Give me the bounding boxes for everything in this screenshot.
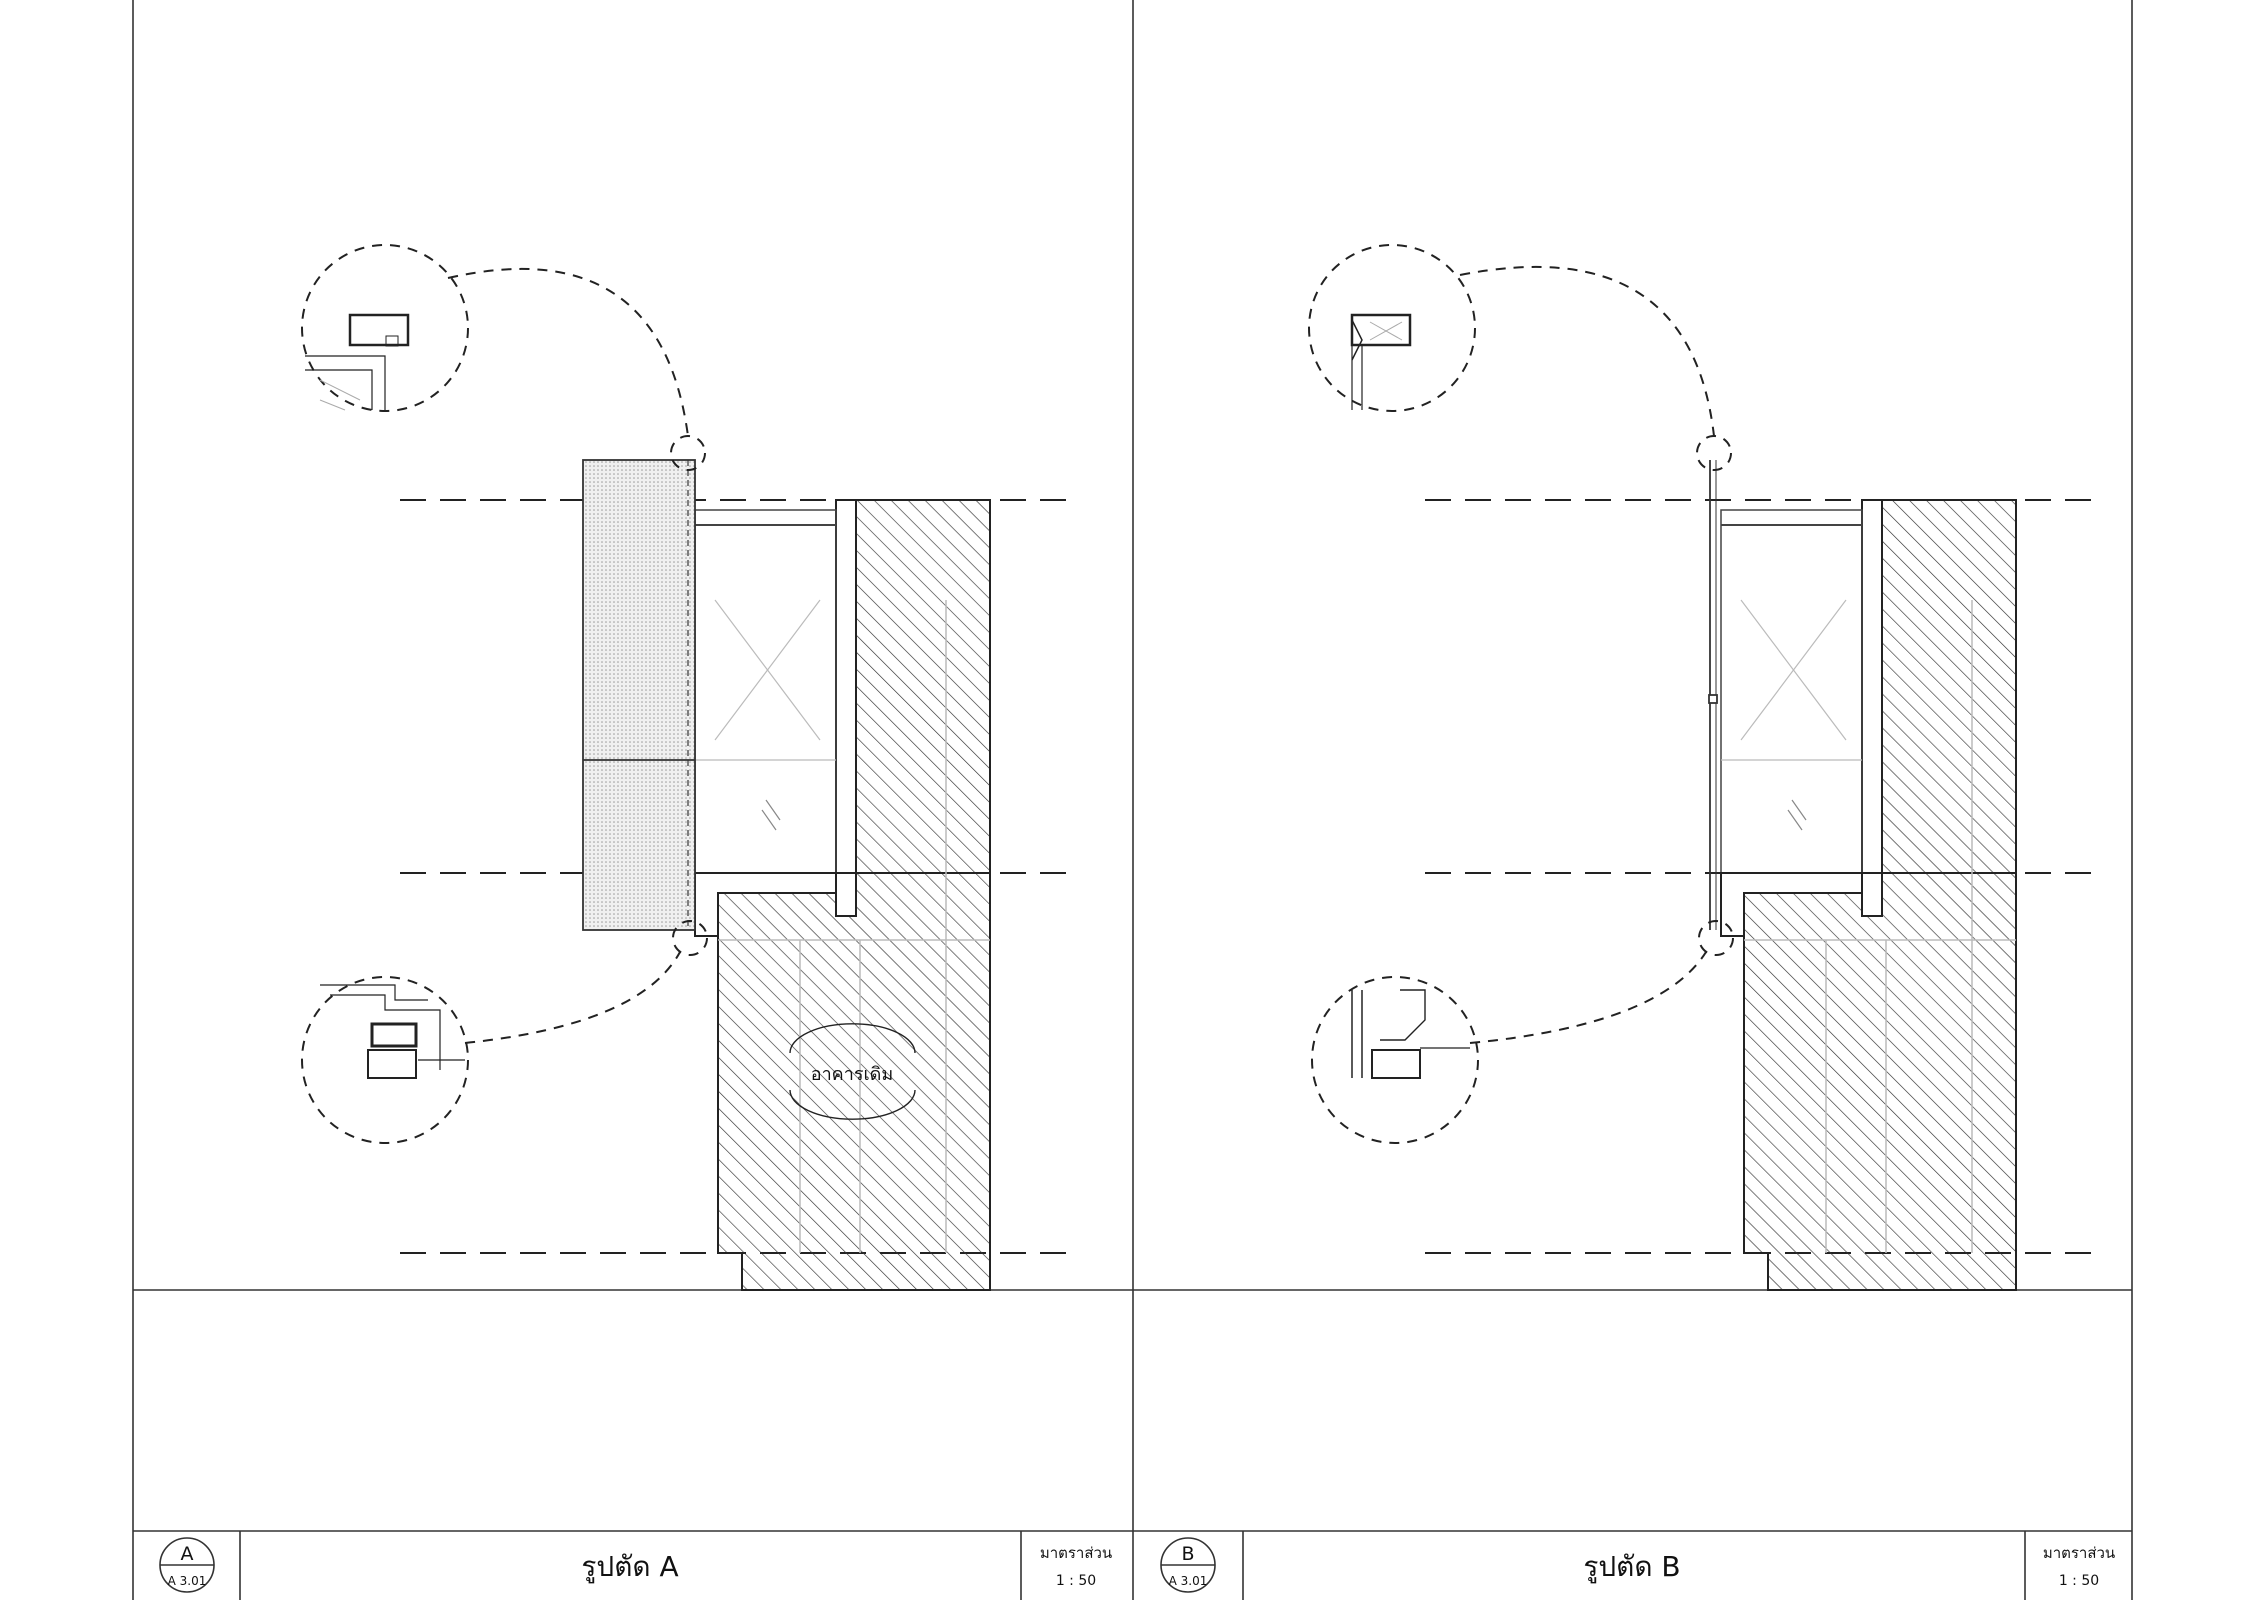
detail-callout-bottom-content — [320, 984, 465, 1079]
section-title: รูปตัด A — [581, 1550, 678, 1584]
section-drawing-a: อาคารเดิม — [301, 244, 1070, 1291]
detail-callout-bottom — [301, 920, 708, 1144]
existing-building-hatch — [717, 499, 991, 1291]
existing-building-annotation: อาคารเดิม — [789, 1023, 916, 1120]
title-block-b: B A 3.01 รูปตัด B มาตราส่วน 1 : 50 — [1160, 1531, 2115, 1600]
annotation-label: อาคารเดิม — [811, 1064, 893, 1085]
section-marker-ref: A 3.01 — [168, 1574, 207, 1588]
section-marker-letter: B — [1181, 1543, 1194, 1565]
sheet-frame — [132, 0, 2133, 1600]
detail-callout-bottom-content — [1351, 989, 1470, 1079]
detail-callout-top-content — [1350, 313, 1412, 410]
section-drawing-b — [1308, 244, 2095, 1291]
scale-value: 1 : 50 — [2059, 1573, 2099, 1589]
detail-callout-top-content — [305, 313, 410, 411]
existing-building-hatch — [1743, 499, 2017, 1291]
window-frame — [694, 509, 837, 937]
frame-post — [1708, 460, 1718, 930]
detail-callout-top — [1308, 244, 1732, 471]
screen-panel — [582, 459, 696, 931]
section-marker-letter: A — [181, 1543, 194, 1565]
scale-value: 1 : 50 — [1056, 1573, 1096, 1589]
scale-label: มาตราส่วน — [2043, 1544, 2115, 1562]
section-title: รูปตัด B — [1583, 1550, 1680, 1584]
window-frame — [1720, 509, 1863, 937]
detail-callout-bottom — [1311, 920, 1734, 1144]
section-marker-ref: A 3.01 — [1169, 1574, 1208, 1588]
title-block-a: A A 3.01 รูปตัด A มาตราส่วน 1 : 50 — [159, 1531, 1112, 1600]
scale-label: มาตราส่วน — [1040, 1544, 1112, 1562]
detail-callout-top — [301, 244, 706, 471]
